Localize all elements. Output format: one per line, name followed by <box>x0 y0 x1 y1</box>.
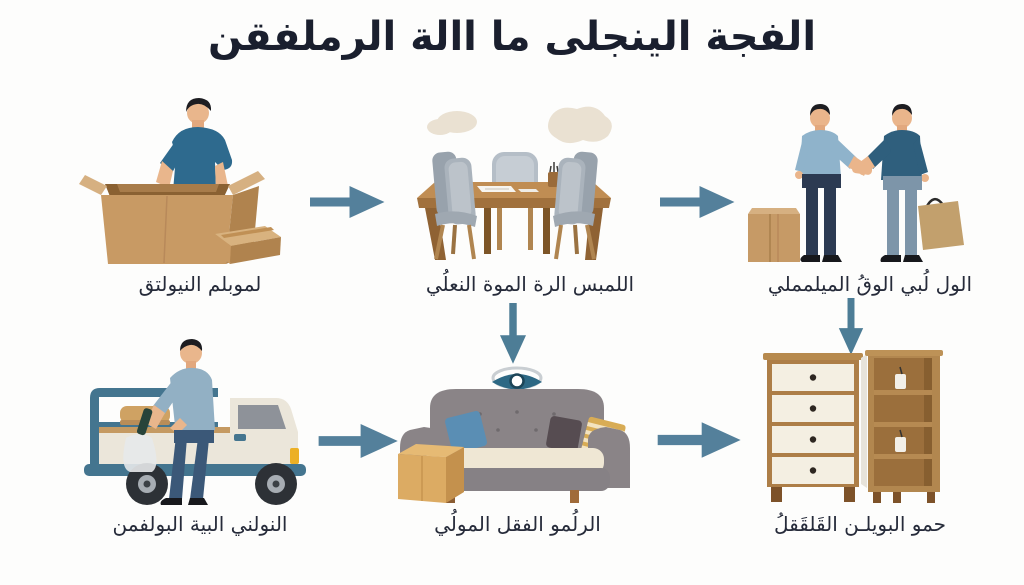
arrow-right-icon <box>657 418 743 462</box>
page-title: الفجة الينجلى ما االة الرملفقن <box>207 14 817 60</box>
arrow-right-icon <box>318 420 400 462</box>
step-4-caption: النولني البية البولفمن <box>112 512 288 536</box>
arrow-down-icon <box>492 303 534 365</box>
step-2-figure <box>385 96 645 266</box>
step-1-caption: لموبلم النيولتق <box>138 272 262 296</box>
step-3-figure <box>730 96 990 266</box>
step-5-figure <box>380 362 650 507</box>
step-5-caption: الرلُمو الفقل المولُي <box>434 512 601 536</box>
sofa-illustration <box>398 366 630 503</box>
handshake-illustration <box>748 104 964 262</box>
step-6-caption: حمو البويلـن القَلقَقلُ <box>773 512 947 536</box>
arrow-right-icon <box>660 182 736 222</box>
dresser-shelf-illustration <box>763 350 943 503</box>
step-1-figure <box>75 96 325 266</box>
step-4-figure <box>40 338 325 513</box>
arrow-right-icon <box>310 182 386 222</box>
step-2-caption: اللمبس الرة الموة النعلُي <box>425 272 635 296</box>
person-packing-box-illustration <box>79 98 281 264</box>
step-6-figure <box>755 350 955 505</box>
moving-truck-illustration <box>84 339 306 505</box>
arrow-down-icon <box>830 298 872 356</box>
step-3-caption: الول لُبي الوقُ الميلمملي <box>767 272 973 296</box>
dining-table-illustration <box>417 106 612 260</box>
